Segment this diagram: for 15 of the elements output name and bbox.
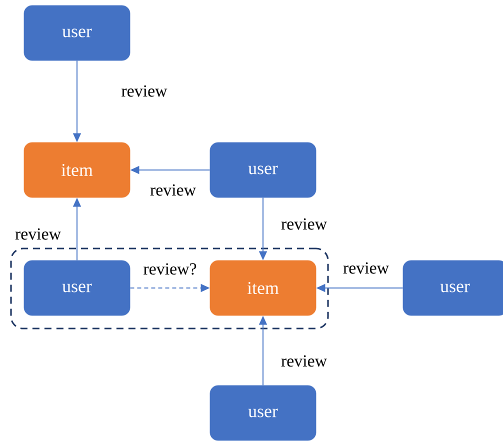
user-box: user xyxy=(24,260,130,316)
user-box: user xyxy=(210,385,316,441)
dashed-group-box xyxy=(10,248,329,330)
edge-label: review xyxy=(281,218,327,230)
user-box: user xyxy=(24,5,130,61)
user-box: user xyxy=(210,142,316,198)
edge-label: review xyxy=(150,184,196,196)
edge-label: review? xyxy=(144,263,196,275)
edge-label: review xyxy=(343,262,389,274)
edge-label: review xyxy=(122,85,168,97)
item-box: item xyxy=(24,142,130,198)
item-box: item xyxy=(210,260,316,316)
edge-label: review xyxy=(15,228,61,240)
user-box: user xyxy=(402,260,503,316)
edge-label: review xyxy=(281,355,327,367)
